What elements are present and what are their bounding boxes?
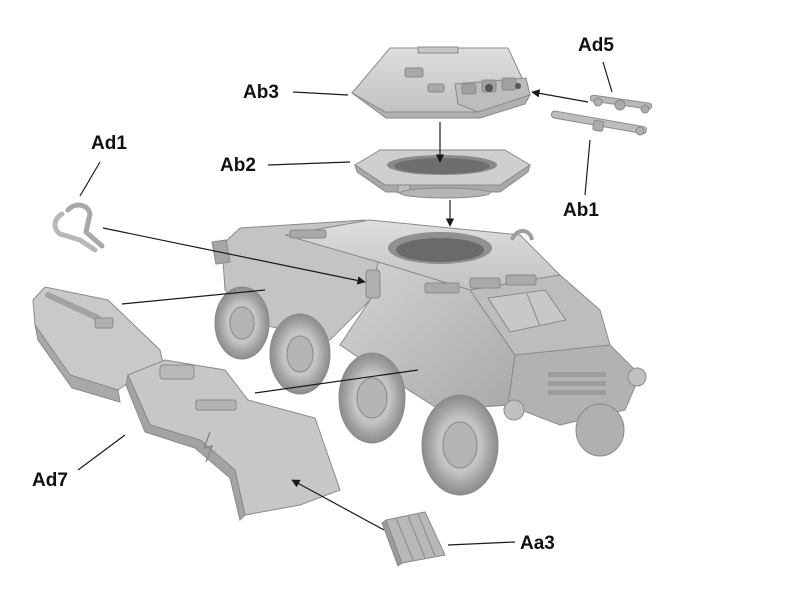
arrow-aa3 [291,479,385,531]
fender-part-ad7 [125,359,341,521]
leader-front-fender [254,369,419,394]
label-aa3: Aa3 [520,533,555,554]
label-ad7: Ad7 [32,470,68,491]
label-ab2: Ab2 [220,155,256,176]
leader-ad7 [77,434,126,471]
wheel-far-front [575,403,625,457]
wheel-front [421,394,499,496]
leader-rear-fender [121,289,266,305]
wheels [214,286,625,496]
wheel-second [269,313,331,395]
leader-ab1 [584,139,591,196]
cannon-barrel-part-ab1 [551,110,647,136]
leader-lines [77,61,613,546]
turret-part-ab3 [351,46,532,119]
bracket-part-ad1 [52,202,105,253]
leader-ab2 [267,161,351,166]
arrow-mg [531,89,589,103]
label-ad1: Ad1 [91,133,127,154]
fender-part-rear [32,286,166,403]
leader-ab3 [292,91,349,96]
wheel-third [338,352,406,444]
machine-gun-part-ad5 [589,94,653,114]
part-labels: Ab3 Ab2 Ad5 Ab1 Ad1 Ad7 Aa3 [32,35,614,554]
label-ad5: Ad5 [578,35,614,56]
leader-ad1 [79,161,101,197]
part-aa3 [381,511,446,567]
wheel-rear-outer [214,286,270,360]
turret-ring-part-ab2 [354,149,531,199]
leader-aa3 [447,541,516,546]
vehicle-hull [211,219,647,426]
arrow-bracket [102,227,366,285]
label-ab1: Ab1 [563,200,599,221]
leader-ad5 [602,61,613,93]
label-ab3: Ab3 [243,82,279,103]
